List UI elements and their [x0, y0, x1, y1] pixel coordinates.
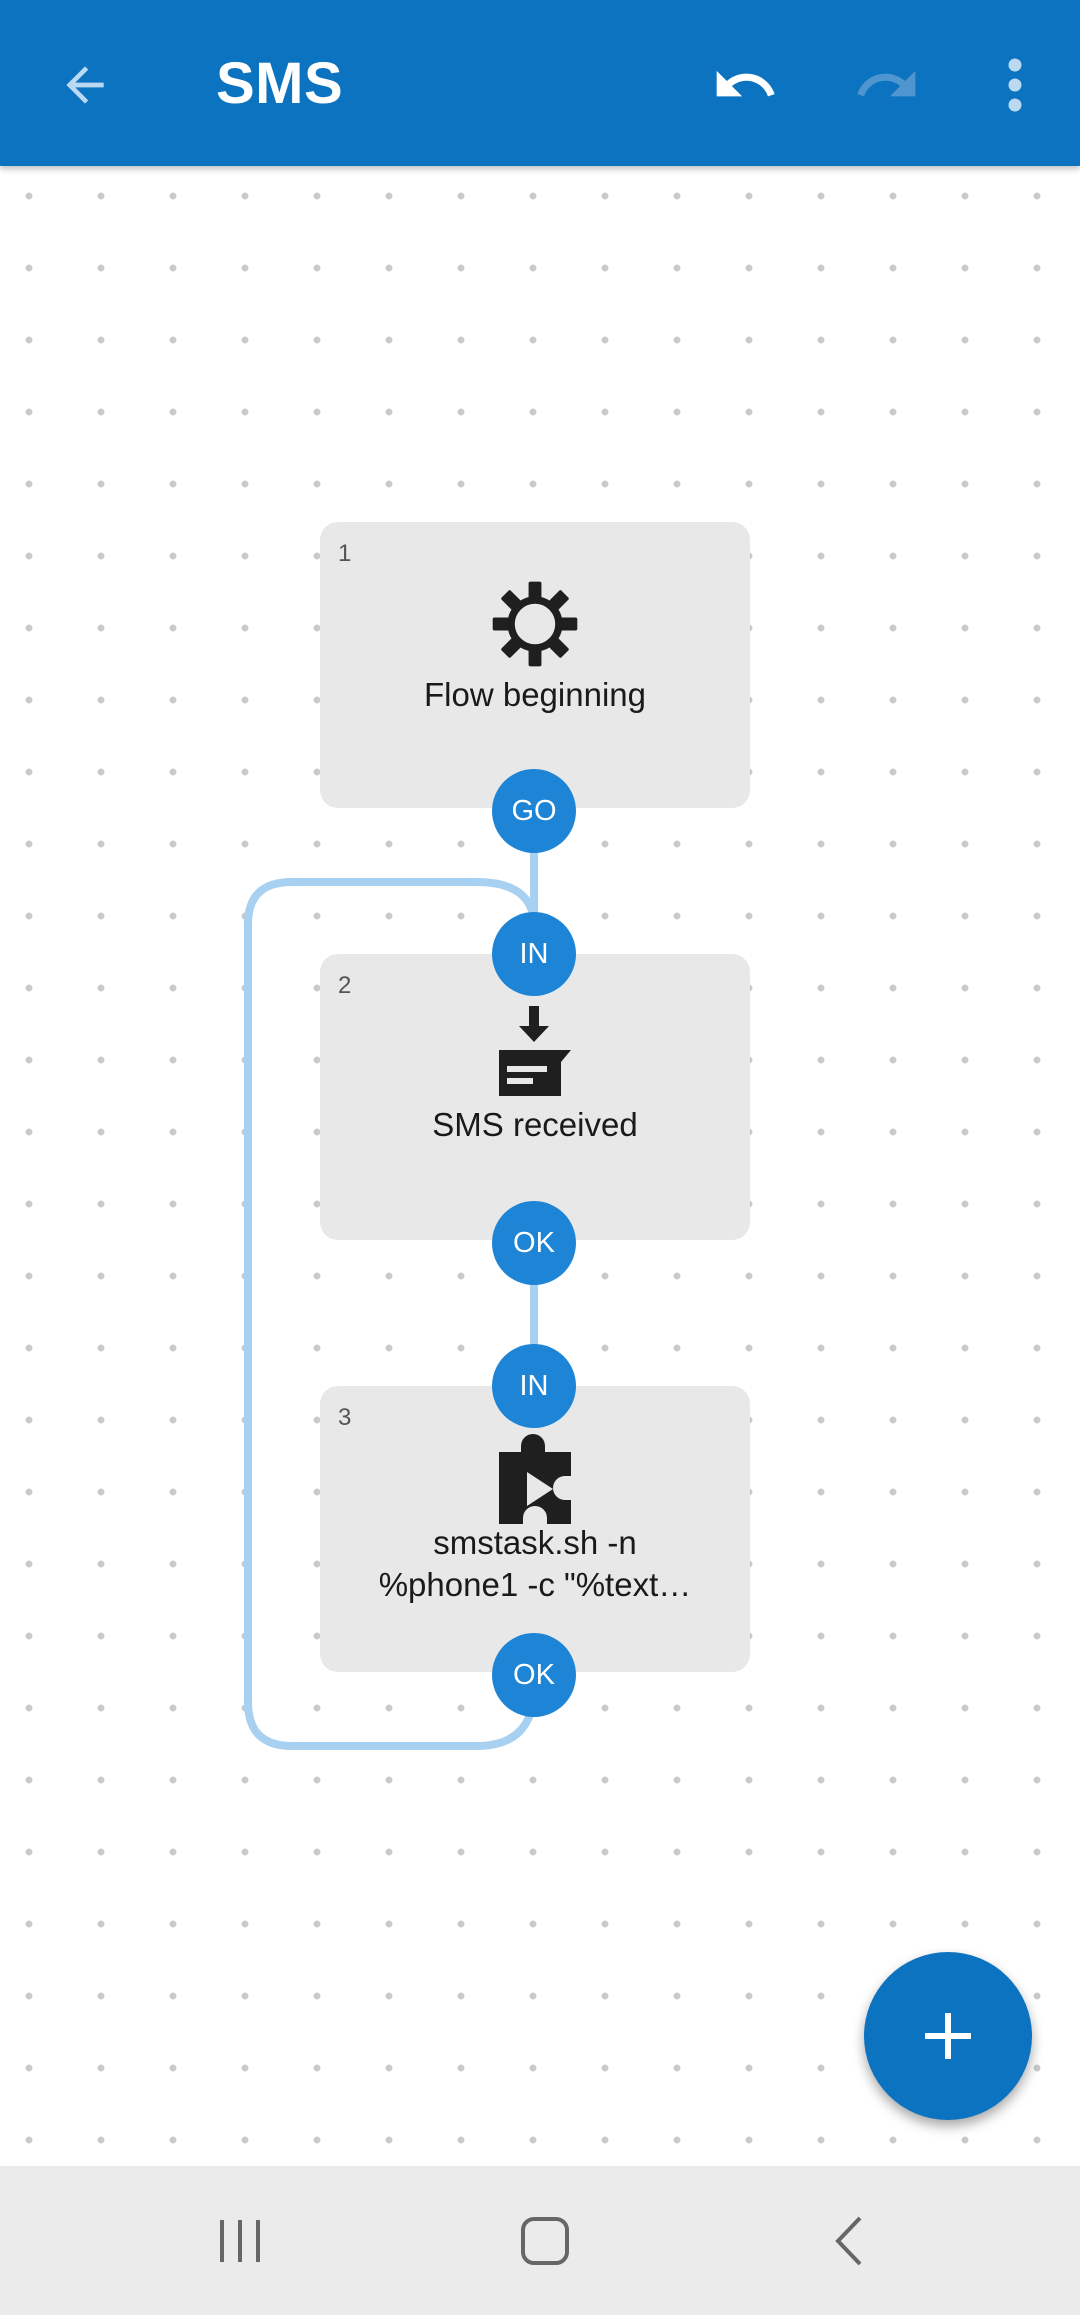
flow-block-2[interactable]: 2 SMS received [320, 954, 750, 1240]
undo-icon [716, 70, 775, 97]
port-in[interactable]: IN [492, 912, 576, 996]
plugin-play-icon [499, 1434, 571, 1524]
undo-button[interactable] [700, 45, 790, 125]
add-icon [925, 2013, 971, 2059]
block-label-line-2: %phone1 -c "%text… [378, 1566, 692, 1603]
more-options-button[interactable] [990, 45, 1040, 125]
recent-apps-button[interactable] [200, 2166, 280, 2315]
block-number: 1 [338, 540, 352, 567]
flow-block-1[interactable]: 1 Flow beginning [320, 522, 750, 808]
home-button[interactable] [500, 2166, 590, 2315]
back-icon [835, 2216, 862, 2265]
block-number: 2 [338, 972, 352, 999]
more-vert-icon [1008, 58, 1022, 112]
app-bar: SMS [0, 0, 1080, 166]
home-icon [521, 2216, 569, 2265]
flow-canvas[interactable]: 1 Flow beginning 2 [0, 166, 1080, 2166]
system-back-button[interactable] [810, 2166, 890, 2315]
redo-button[interactable] [842, 45, 932, 125]
add-block-button[interactable] [864, 1952, 1032, 2120]
port-in[interactable]: IN [492, 1344, 576, 1428]
back-button[interactable] [40, 45, 130, 125]
page-title: SMS [216, 51, 344, 116]
redo-icon [857, 70, 916, 97]
port-ok[interactable]: OK [492, 1201, 576, 1285]
sms-received-icon [499, 1006, 571, 1096]
gear-icon [492, 581, 578, 667]
arrow-back-icon [66, 66, 104, 104]
port-ok[interactable]: OK [492, 1633, 576, 1717]
connector-loop-back [244, 878, 538, 1750]
block-label: smstask.sh -n %phone1 -c "%text… [320, 1522, 750, 1606]
block-label-line-1: smstask.sh -n [433, 1524, 637, 1561]
flow-connectors [244, 811, 538, 1750]
system-navigation-bar [0, 2166, 1080, 2315]
block-number: 3 [338, 1404, 352, 1431]
block-label: Flow beginning [424, 676, 646, 713]
recent-apps-icon [220, 2219, 260, 2262]
block-label: SMS received [432, 1106, 638, 1143]
flow-block-3[interactable]: 3 smstask.sh -n %phone1 -c "%text… [320, 1386, 750, 1672]
port-go[interactable]: GO [492, 769, 576, 853]
